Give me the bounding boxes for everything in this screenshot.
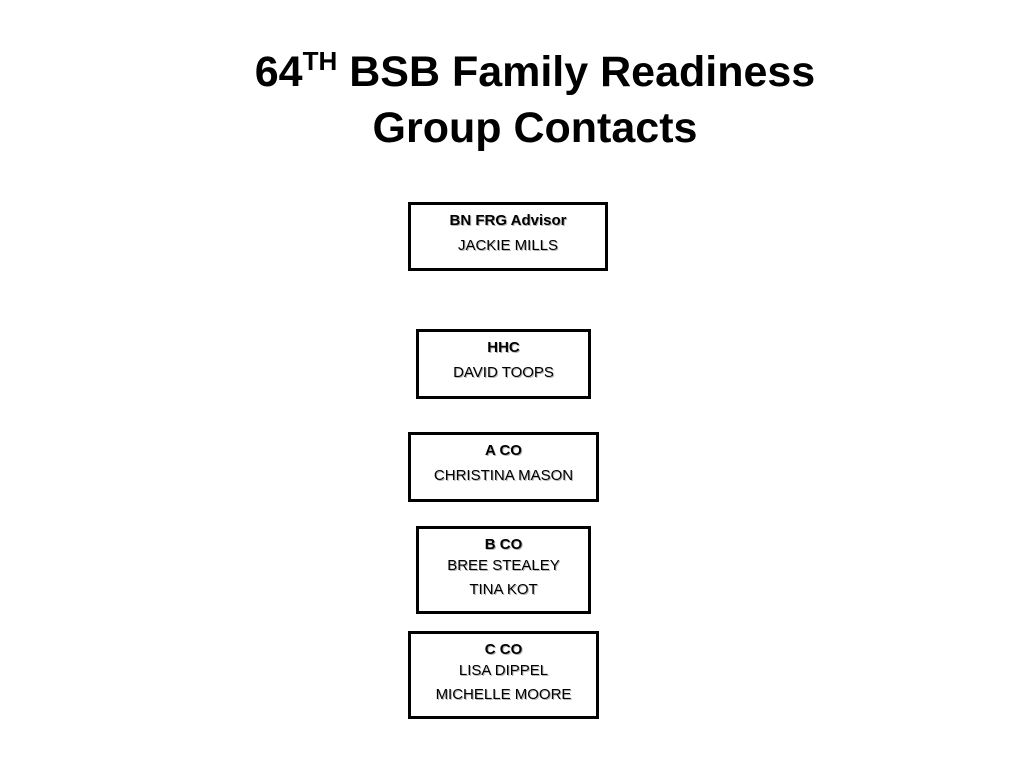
- contact-person: MICHELLE MOORE: [435, 686, 572, 703]
- contact-person: BREE STEALEY: [447, 557, 560, 574]
- title-superscript: TH: [302, 46, 338, 76]
- contact-role: BN FRG Advisor: [449, 212, 567, 229]
- contact-role: C CO: [484, 641, 523, 658]
- contact-role: A CO: [485, 442, 522, 459]
- page-title: 64TH BSB Family Readiness Group Contacts: [170, 44, 900, 156]
- contact-person: DAVID TOOPS: [453, 364, 554, 381]
- contact-role: HHC: [487, 339, 520, 356]
- contact-person: LISA DIPPEL: [458, 662, 549, 679]
- contact-person: CHRISTINA MASON: [433, 467, 574, 484]
- contact-box-b-co: B CO BREE STEALEY TINA KOT: [416, 526, 591, 614]
- contact-box-a-co: A CO CHRISTINA MASON: [408, 432, 599, 502]
- title-line2-text: Group Contacts: [372, 104, 698, 152]
- title-line1-text: BSB Family Readiness: [337, 48, 816, 96]
- contact-box-hhc: HHC DAVID TOOPS: [416, 329, 591, 399]
- contact-role: B CO: [484, 536, 523, 553]
- contact-person: JACKIE MILLS: [457, 237, 559, 254]
- contact-box-c-co: C CO LISA DIPPEL MICHELLE MOORE: [408, 631, 599, 719]
- contact-person: TINA KOT: [469, 581, 538, 598]
- title-number: 64: [254, 48, 303, 96]
- contact-box-bn-frg-advisor: BN FRG Advisor JACKIE MILLS: [408, 202, 608, 271]
